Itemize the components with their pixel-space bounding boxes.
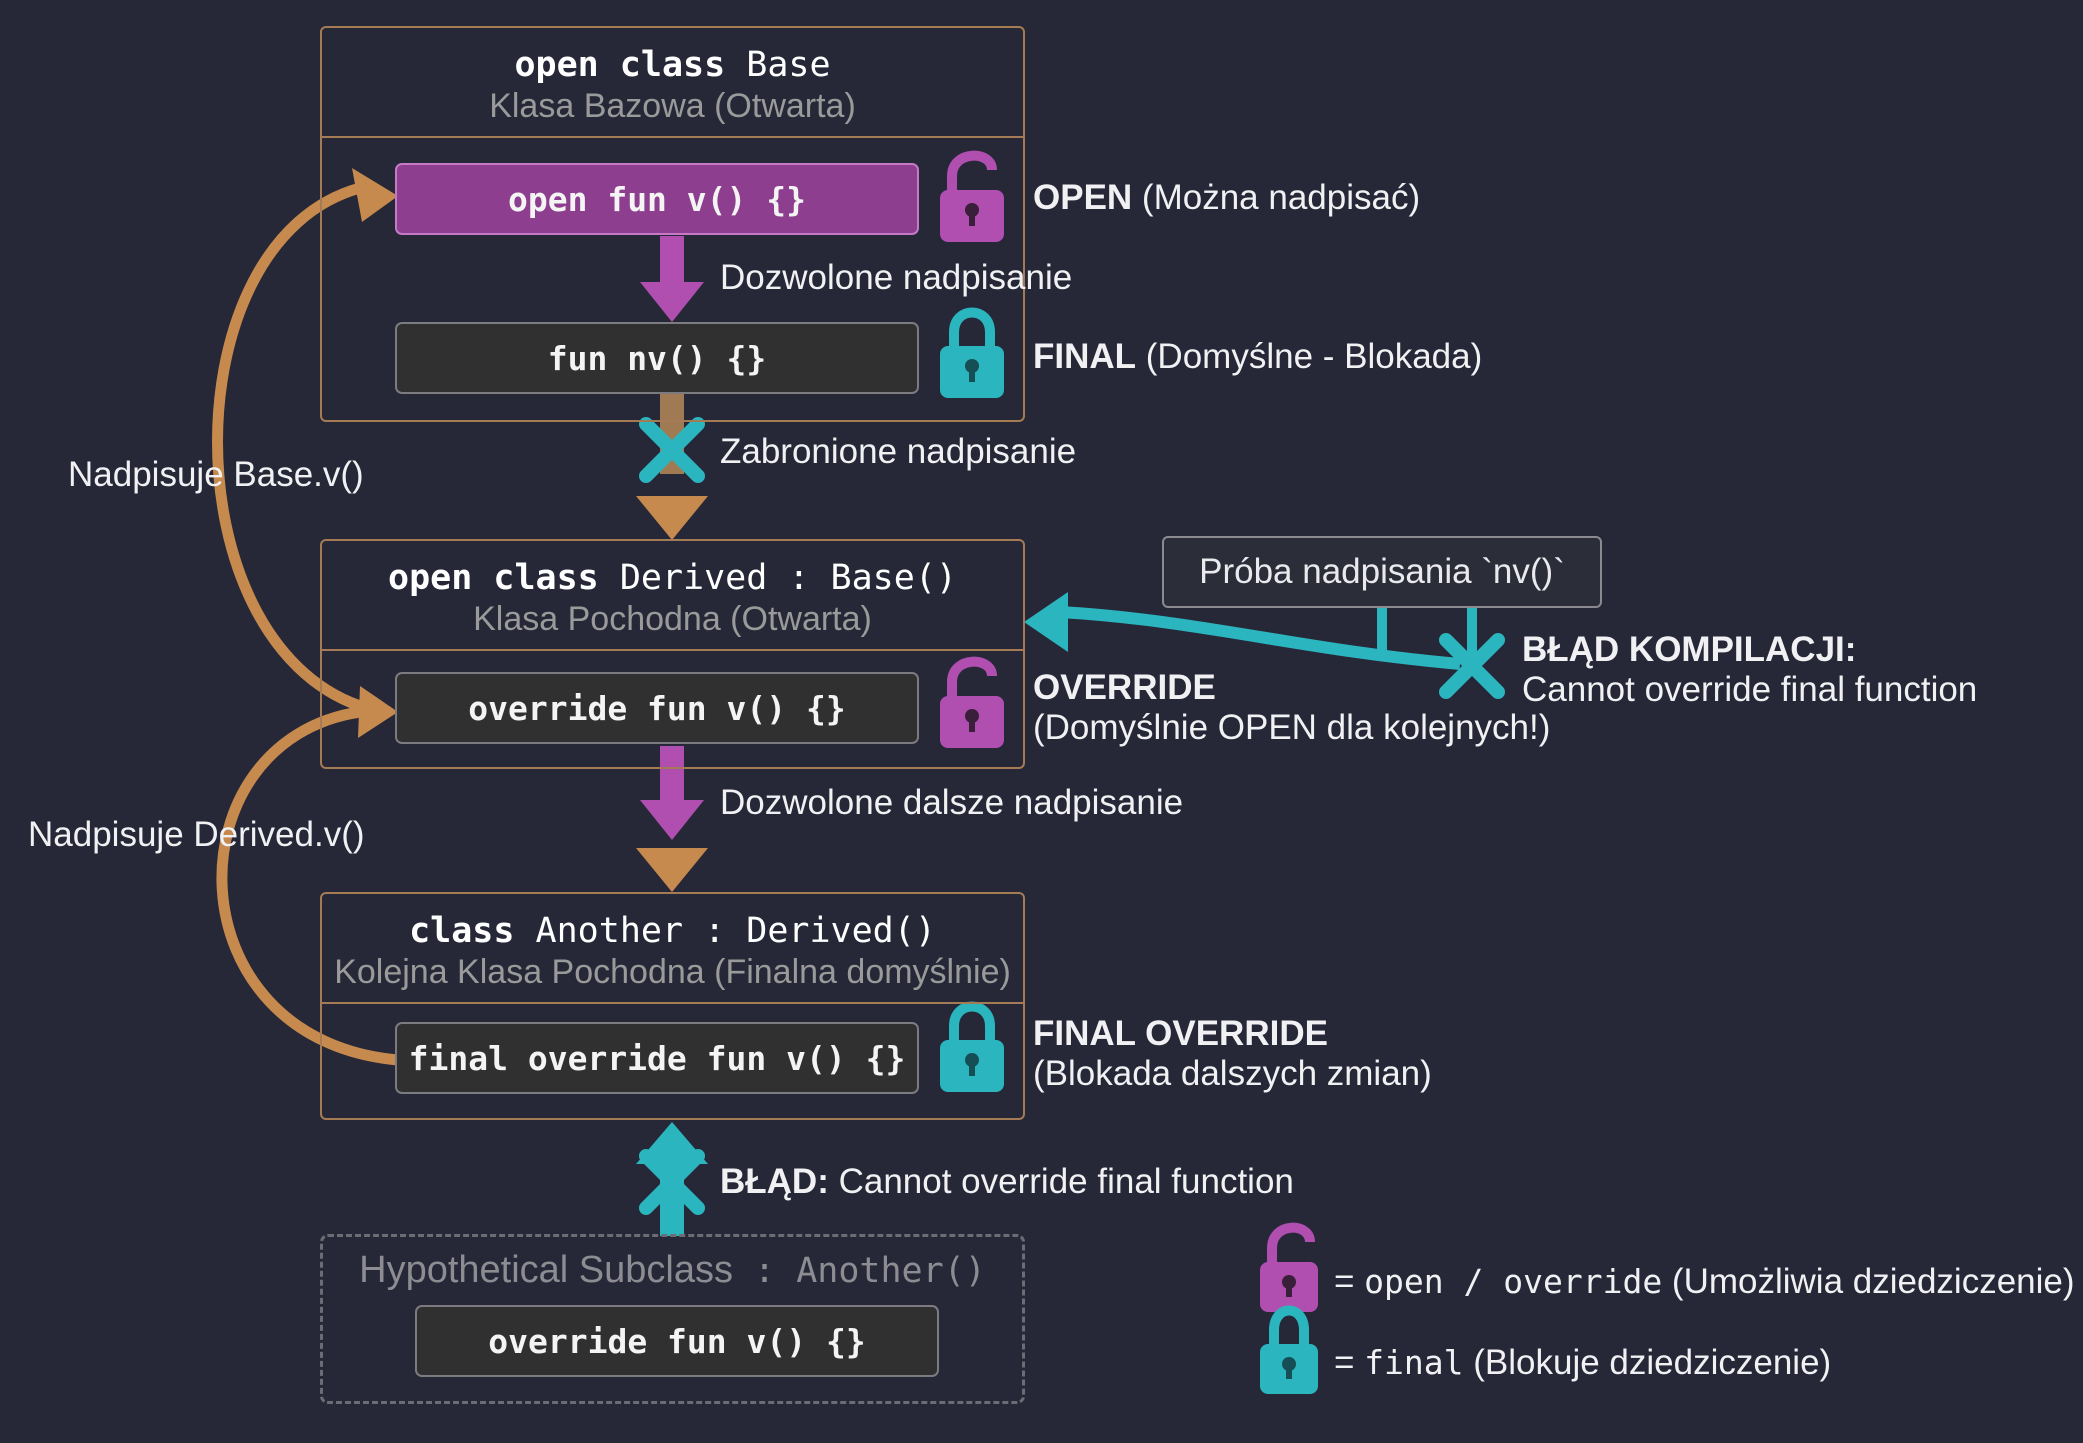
attempt-override-callout: Próba nadpisania `nv()`: [1162, 536, 1602, 608]
derived-class-title: open class Derived : Base(): [388, 558, 957, 598]
arrow-derived-another-shaft: [660, 746, 684, 806]
curve-arrowhead-base: [352, 168, 398, 222]
curve-arrow-derived-to-base: [212, 182, 362, 712]
another-class-box: class Another : Derived() Kolejna Klasa …: [320, 892, 1025, 1120]
derived-class-header: open class Derived : Base() Klasa Pochod…: [322, 541, 1023, 651]
label-error: BŁĄD: Cannot override final function: [720, 1162, 1294, 1201]
label-forbidden: Zabronione nadpisanie: [720, 432, 1077, 471]
base-final-fun[interactable]: fun nv() {}: [395, 322, 919, 394]
label-open: OPEN (Można nadpisać): [1033, 178, 1421, 217]
attempt-arrowhead: [1024, 592, 1068, 652]
base-class-header: open class Base Klasa Bazowa (Otwarta): [322, 28, 1023, 138]
another-class-subtitle: Kolejna Klasa Pochodna (Finalna domyślni…: [334, 953, 1011, 991]
arrow-allowed-head: [640, 282, 704, 322]
base-class-subtitle: Klasa Bazowa (Otwarta): [489, 87, 856, 125]
unlock-icon-open: [940, 150, 1004, 242]
lock-icon-final-override: [940, 1001, 1004, 1092]
another-final-override-fun[interactable]: final override fun v() {}: [395, 1022, 919, 1094]
curve-arrowhead-derived-top: [358, 686, 398, 738]
curve-arrow-another-to-derived: [216, 706, 399, 1066]
hypothetical-subclass-box: Hypothetical Subclass : Another(): [320, 1234, 1025, 1404]
arrow-allowed-shaft: [660, 236, 684, 290]
arrow-error-head: [636, 1122, 708, 1164]
base-open-fun[interactable]: open fun v() {}: [395, 163, 919, 235]
forbidden-x-icon: [639, 417, 705, 483]
another-class-header: class Another : Derived() Kolejna Klasa …: [322, 894, 1023, 1004]
legend-open-entry: = open / override (Umożliwia dziedziczen…: [1334, 1262, 2075, 1301]
arrow-derived-another-head-purple: [640, 800, 704, 840]
derived-class-subtitle: Klasa Pochodna (Otwarta): [473, 600, 872, 638]
attempt-arrow: [1059, 606, 1461, 670]
label-final-override: FINAL OVERRIDE(Blokada dalszych zmian): [1033, 1014, 1432, 1093]
label-compile-error: BŁĄD KOMPILACJI:Cannot override final fu…: [1522, 630, 1978, 709]
derived-class-box: open class Derived : Base() Klasa Pochod…: [320, 539, 1025, 769]
base-class-title: open class Base: [514, 45, 831, 85]
legend-lock-icon: [1260, 1305, 1318, 1394]
label-allowed: Dozwolone nadpisanie: [720, 258, 1073, 297]
hypothetical-override-fun[interactable]: override fun v() {}: [415, 1305, 939, 1377]
lock-icon-final: [940, 307, 1004, 398]
arrow-derived-another-head-brown: [636, 848, 708, 892]
compile-error-x-icon: [1439, 633, 1505, 699]
label-override: OVERRIDE(Domyślnie OPEN dla kolejnych!): [1033, 668, 1551, 747]
derived-override-fun[interactable]: override fun v() {}: [395, 672, 919, 744]
legend-final-entry: = final (Blokuje dziedziczenie): [1334, 1343, 1832, 1382]
label-overrides-derived: Nadpisuje Derived.v(): [28, 815, 365, 854]
arrow-base-derived-head: [636, 496, 708, 540]
unlock-icon-override: [940, 656, 1004, 748]
error-x-icon: [639, 1149, 705, 1215]
hypothetical-title: Hypothetical Subclass : Another(): [359, 1249, 986, 1291]
label-overrides-base: Nadpisuje Base.v(): [68, 455, 364, 494]
base-class-box: open class Base Klasa Bazowa (Otwarta): [320, 26, 1025, 422]
label-allowed-further: Dozwolone dalsze nadpisanie: [720, 783, 1184, 822]
label-final: FINAL (Domyślne - Blokada): [1033, 337, 1483, 376]
legend-unlock-icon: [1260, 1222, 1318, 1312]
another-class-title: class Another : Derived(): [409, 911, 936, 951]
